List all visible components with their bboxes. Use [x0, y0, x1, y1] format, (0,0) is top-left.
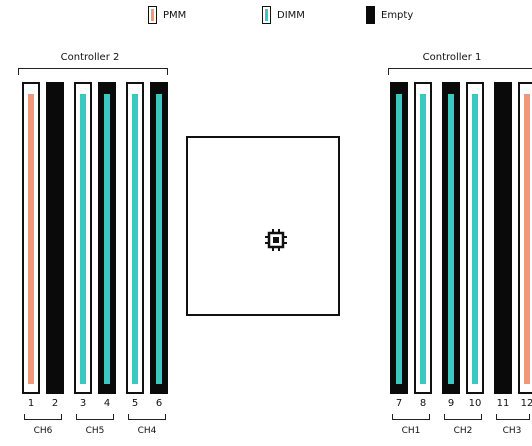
slot-number-3: 3: [79, 398, 87, 409]
dimm-slot-12: [518, 82, 532, 394]
legend-label-dimm: DIMM: [277, 9, 305, 21]
legend-item-dimm: DIMM: [262, 6, 305, 24]
controller-2-label: Controller 2: [60, 52, 120, 63]
dimm-slot-1: [22, 82, 40, 394]
slot-number-7: 7: [395, 398, 403, 409]
slot-number-1: 1: [27, 398, 35, 409]
dimm-slot-9: [442, 82, 460, 394]
slot-module-1: [28, 94, 34, 384]
cpu-socket: [186, 136, 340, 316]
dimm-swatch-icon: [262, 6, 271, 24]
channel-label-ch3: CH3: [502, 426, 522, 436]
legend-label-empty: Empty: [381, 9, 414, 21]
channel-label-ch6: CH6: [33, 426, 53, 436]
slot-number-10: 10: [468, 398, 482, 409]
slot-module-10: [472, 94, 478, 384]
dimm-slot-5: [126, 82, 144, 394]
dimm-slot-3: [74, 82, 92, 394]
channel-bracket-ch2: [444, 414, 482, 420]
channel-label-ch5: CH5: [85, 426, 105, 436]
dimm-slot-11: [494, 82, 512, 394]
slot-module-7: [396, 94, 402, 384]
channel-bracket-ch1: [392, 414, 430, 420]
slot-number-5: 5: [131, 398, 139, 409]
controller-1-label: Controller 1: [422, 52, 482, 63]
slot-number-8: 8: [419, 398, 427, 409]
dimm-slot-8: [414, 82, 432, 394]
slot-module-4: [104, 94, 110, 384]
slot-module-12: [524, 94, 530, 384]
slot-number-6: 6: [155, 398, 163, 409]
slot-module-8: [420, 94, 426, 384]
channel-bracket-ch4: [128, 414, 166, 420]
slot-number-11: 11: [496, 398, 510, 409]
dimm-slot-2: [46, 82, 64, 394]
slot-number-4: 4: [103, 398, 111, 409]
legend-item-empty: Empty: [366, 6, 413, 24]
empty-swatch-icon: [366, 6, 375, 24]
channel-label-ch1: CH1: [401, 426, 421, 436]
slot-number-12: 12: [520, 398, 532, 409]
pmm-swatch-icon: [148, 6, 157, 24]
cpu-chip-icon: [265, 229, 287, 251]
slot-module-5: [132, 94, 138, 384]
channel-bracket-ch6: [24, 414, 62, 420]
legend: PMM DIMM Empty: [0, 6, 532, 30]
channel-label-ch4: CH4: [137, 426, 157, 436]
slot-module-9: [448, 94, 454, 384]
channel-bracket-ch3: [496, 414, 530, 420]
legend-label-pmm: PMM: [163, 9, 187, 21]
channel-bracket-ch5: [76, 414, 114, 420]
dimm-slot-4: [98, 82, 116, 394]
controller-2-bracket: [18, 68, 168, 75]
dimm-slot-7: [390, 82, 408, 394]
slot-number-9: 9: [447, 398, 455, 409]
dimm-slot-6: [150, 82, 168, 394]
controller-1-bracket: [388, 68, 532, 75]
slot-module-6: [156, 94, 162, 384]
slot-module-3: [80, 94, 86, 384]
slot-number-2: 2: [51, 398, 59, 409]
dimm-slot-10: [466, 82, 484, 394]
legend-item-pmm: PMM: [148, 6, 186, 24]
channel-label-ch2: CH2: [453, 426, 473, 436]
